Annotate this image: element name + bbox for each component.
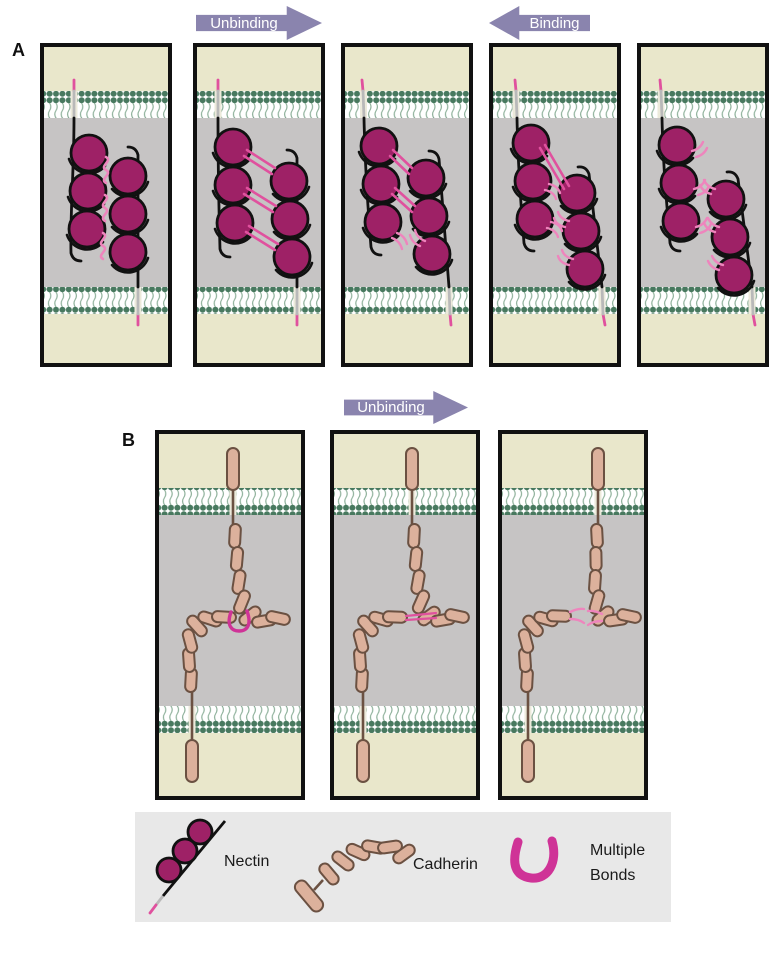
multiple-bonds-label: Multiple Bonds bbox=[590, 842, 646, 884]
bonds-taut bbox=[242, 148, 280, 252]
membrane-bottom bbox=[193, 287, 325, 314]
bonds-broken bbox=[568, 607, 604, 627]
bonds-mostly-broken bbox=[538, 143, 575, 267]
actin-filament-right bbox=[725, 170, 757, 327]
membrane-top bbox=[489, 91, 621, 118]
binding-arrow-top-label: Binding bbox=[529, 14, 580, 32]
panel-a-label: A bbox=[12, 40, 25, 60]
multiple-bond-hook bbox=[227, 609, 251, 633]
cadherin-bottom bbox=[517, 609, 572, 783]
actin-filament-right bbox=[126, 145, 142, 327]
bonds-all-broken bbox=[690, 140, 725, 272]
nectin-cluster bbox=[509, 123, 607, 291]
membrane-bottom bbox=[341, 287, 473, 314]
panel-a-stage-4 bbox=[489, 43, 621, 367]
actin-filament-right bbox=[427, 149, 453, 327]
unbinding-arrow-b: Unbinding bbox=[344, 391, 468, 424]
unbinding-arrow-b-label: Unbinding bbox=[357, 399, 425, 416]
cadherin-label: Cadherin bbox=[413, 856, 478, 873]
panel-b-stage-2 bbox=[330, 430, 480, 800]
panel-b-label: B bbox=[122, 430, 135, 450]
membrane-bottom bbox=[40, 287, 172, 314]
panel-a-stage-1 bbox=[40, 43, 172, 367]
actin-filament-right bbox=[576, 165, 607, 327]
panel-b-stage-3 bbox=[498, 430, 648, 800]
panel-a-stage-2 bbox=[193, 43, 325, 367]
unbinding-arrow-top-label: Unbinding bbox=[210, 14, 278, 32]
nectin-cluster bbox=[655, 125, 756, 297]
binding-arrow-top: Binding bbox=[489, 6, 590, 40]
bonds-partially-broken bbox=[388, 148, 427, 251]
nectin-icon bbox=[148, 818, 227, 915]
cadherin-bottom bbox=[352, 610, 408, 783]
membrane-bottom bbox=[498, 706, 648, 733]
unbinding-arrow-top: Unbinding bbox=[196, 6, 322, 40]
membrane-top bbox=[498, 488, 648, 515]
cadherin-top bbox=[588, 447, 642, 628]
nectin-cluster bbox=[357, 126, 454, 276]
membrane-bottom bbox=[330, 706, 480, 733]
membrane-top bbox=[40, 91, 172, 118]
membrane-top bbox=[330, 488, 480, 515]
membrane-top bbox=[637, 91, 769, 118]
panel-a-stage-5 bbox=[637, 43, 769, 367]
cadherin-top bbox=[405, 447, 470, 628]
legend: Nectin Cadherin Multiple Bonds bbox=[135, 812, 671, 922]
actin-filament-right bbox=[285, 148, 301, 327]
nectin-cluster bbox=[211, 127, 314, 279]
cadherin-icon bbox=[293, 839, 416, 913]
bonds-taut bbox=[404, 611, 438, 622]
nectin-cluster bbox=[65, 133, 150, 274]
membrane-top bbox=[193, 91, 325, 118]
panel-a-stage-3 bbox=[341, 43, 473, 367]
membrane-bottom bbox=[155, 706, 305, 733]
bonds-relaxed bbox=[99, 155, 110, 261]
multiple-bonds-icon bbox=[510, 836, 559, 883]
nectin-label: Nectin bbox=[224, 853, 270, 870]
panel-b-stage-1 bbox=[155, 430, 305, 800]
